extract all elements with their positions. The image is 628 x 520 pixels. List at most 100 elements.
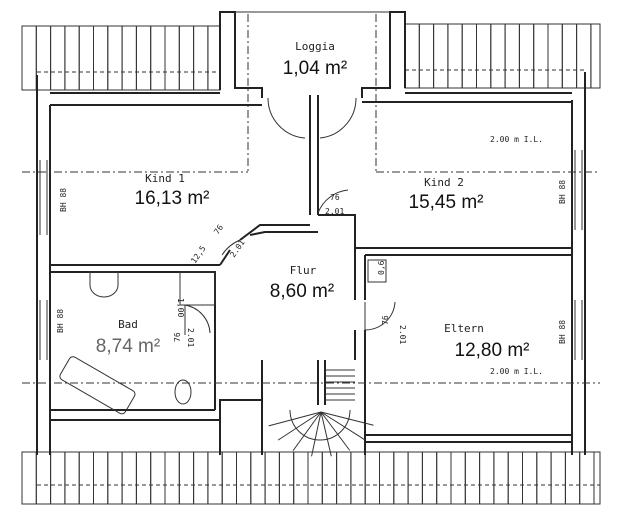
roof-tile-strip (407, 451, 423, 505)
roof-tile-strip (461, 23, 478, 89)
roof-tile-strip (193, 25, 209, 91)
roof-tile-strip (193, 451, 209, 505)
shower-size-label: 1,00 (176, 298, 185, 317)
room-area-loggia: 1,04 m² (283, 58, 347, 79)
roof-tile-strip (135, 25, 152, 91)
roof-tile-strip (550, 451, 566, 505)
sink (367, 259, 387, 283)
roof-tile-strip (421, 451, 438, 505)
window-sill-label: BH 88 (558, 180, 567, 204)
roof-tile-strip (64, 451, 80, 505)
roof-tile-strip (561, 23, 578, 89)
door-width-label: 76 (173, 332, 182, 342)
window-sill-label: BH 88 (558, 320, 567, 344)
door-width-label: 76 (330, 193, 340, 202)
room-area-flur: 8,60 m² (270, 281, 334, 302)
roof-tile-strip (278, 451, 295, 505)
door-height-label: 2.01 (186, 328, 195, 347)
roof-tile-strip (207, 25, 221, 91)
roof-tile-strip (21, 25, 37, 91)
roof-tile-strip (107, 25, 123, 91)
roof-tile-strip (464, 451, 481, 505)
door-height-label: 2.01 (398, 325, 407, 344)
stair-tread (292, 411, 322, 452)
stair-tread (320, 411, 351, 451)
roof-tile-strip (450, 451, 466, 505)
roof-tile-strip (121, 25, 137, 91)
roof-tile-strip (135, 451, 152, 505)
shower (179, 271, 216, 306)
roof-tile-strip (504, 23, 520, 89)
door-height-label: 2.01 (228, 238, 247, 259)
roof-tile-strip (393, 451, 409, 505)
roof-tile-strip (293, 451, 309, 505)
roof-tile-strip (547, 23, 563, 89)
roof-tile-strip (493, 451, 509, 505)
door-width-label: 76 (212, 223, 225, 236)
roof-tile-strip (150, 25, 166, 91)
room-area-eltern: 12,80 m² (455, 340, 530, 361)
room-name-kind1: Kind 1 (145, 172, 185, 185)
roof-tile-strip (221, 451, 237, 505)
roof-tile-strip (479, 451, 495, 505)
washbasin-size-label: 0,6 (377, 260, 386, 275)
roof-tile-strip (35, 25, 52, 91)
roof-tile-strip (78, 25, 94, 91)
roof-tile-strip (590, 23, 601, 89)
roof-tile-strip (164, 451, 180, 505)
roof-tile-strip (404, 23, 420, 89)
roof-tile-strip (21, 451, 37, 505)
stair-tread (320, 411, 332, 457)
roof-tile-strip (78, 451, 94, 505)
stair-tread (268, 411, 322, 427)
walls (36, 72, 586, 455)
roof-tile-strip (447, 23, 463, 89)
roof-tile-strip (93, 25, 109, 91)
roof-tile-strip (593, 451, 601, 505)
room-name-eltern: Eltern (444, 322, 484, 335)
room-name-kind2: Kind 2 (424, 176, 464, 189)
roof-tile-strip (364, 451, 381, 505)
roof-tile-strip (178, 25, 195, 91)
roof-tile-strip (522, 451, 538, 505)
roof-tile-strip (107, 451, 123, 505)
roof-tile-strip (121, 451, 137, 505)
roof-tile-strip (64, 25, 80, 91)
window-sill-label: BH 88 (56, 309, 65, 333)
roof-tile-strip (350, 451, 366, 505)
roof-tile-strip (93, 451, 109, 505)
room-name-bad: Bad (118, 318, 138, 331)
roof-tile-strip (507, 451, 524, 505)
roof-tile-strip (164, 25, 180, 91)
roof-tile-strip (336, 451, 352, 505)
roof-tile-strip (379, 451, 395, 505)
room-area-kind1: 16,13 m² (135, 188, 210, 209)
roof-tile-strip (476, 23, 492, 89)
roof-tile-strip (576, 23, 592, 89)
roof-tile-strip (321, 451, 338, 505)
roof-tile-strip (436, 451, 452, 505)
roof-tile-strip (35, 451, 52, 505)
roof-tile-strip (50, 25, 66, 91)
roof-tile-strip (150, 451, 166, 505)
roof-hatching (21, 23, 601, 505)
roof-tile-strip (433, 23, 449, 89)
roof-tile-strip (207, 451, 223, 505)
roof-tile-strip (536, 451, 552, 505)
stair-tread (277, 411, 322, 441)
stair-tread (320, 411, 365, 441)
ceiling-height-line (22, 171, 600, 384)
roof-tile-strip (518, 23, 535, 89)
roof-tile-strip (250, 451, 266, 505)
roof-edge-line (37, 69, 600, 486)
fixtures (59, 259, 387, 415)
toilet (174, 379, 192, 405)
stair-tread (311, 411, 322, 457)
bathtub (59, 356, 136, 415)
door-height-label: 2.01 (325, 207, 344, 216)
roof-tile-strip (264, 451, 280, 505)
staircase (268, 360, 374, 457)
loggia (219, 11, 406, 172)
clear-height-label: 2.00 m I.L. (490, 135, 543, 144)
